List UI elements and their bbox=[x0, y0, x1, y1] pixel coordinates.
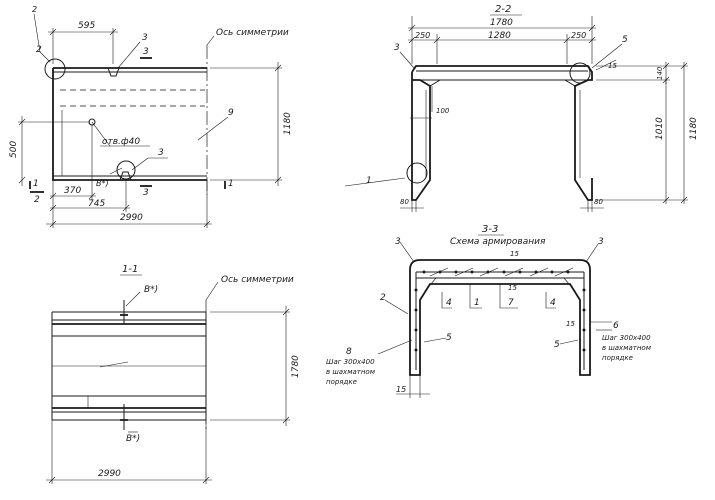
plan-callout-9: 9 bbox=[228, 108, 234, 118]
plan-section-1-right: 1 bbox=[228, 179, 234, 189]
section33-callout-4-right: 4 bbox=[550, 298, 556, 308]
section11-dim-2990: 2990 bbox=[98, 469, 121, 479]
section22-dim-1010: 1010 bbox=[655, 117, 665, 140]
section11-dim-1780: 1780 bbox=[291, 355, 301, 378]
section33-note-left-1: Шаг 300х400 bbox=[326, 358, 375, 366]
plan-dim-2990: 2990 bbox=[120, 213, 143, 223]
section33-callout-7: 7 bbox=[508, 298, 514, 308]
plan-callout-v: В*) bbox=[96, 179, 109, 188]
plan-hole-label: отв.ф40 bbox=[102, 137, 140, 147]
section11-callout-v-bottom: В*) bbox=[126, 434, 140, 444]
section-1-1: 1-1 Ось симметрии В*) В*) bbox=[46, 264, 301, 484]
plan-dim-370: 370 bbox=[64, 186, 81, 196]
section-3-3: 3-3 Схема армирования 3 3 2 4 bbox=[326, 224, 652, 398]
plan-dim-745: 745 bbox=[88, 199, 105, 209]
section22-title: 2-2 bbox=[495, 4, 511, 15]
section33-title: 3-3 bbox=[482, 224, 498, 235]
section33-note-left-2: в шахматном bbox=[326, 368, 376, 376]
section22-dim-100: 100 bbox=[436, 107, 450, 115]
plan-callout-3-top: 3 bbox=[142, 33, 148, 43]
section33-dim-15-right: 15 bbox=[566, 320, 575, 328]
section33-callout-8: 8 bbox=[346, 347, 352, 357]
plan-dim-595: 595 bbox=[78, 21, 95, 31]
section33-callout-3-right: 3 bbox=[598, 237, 604, 247]
section33-dim-15-top: 15 bbox=[510, 250, 519, 258]
section11-title: 1-1 bbox=[122, 264, 138, 275]
section33-callout-5-left: 5 bbox=[446, 333, 452, 343]
section33-note-right-3: порядке bbox=[602, 354, 633, 362]
section33-callout-3-left: 3 bbox=[395, 237, 401, 247]
section33-dim-15-mid: 15 bbox=[508, 284, 517, 292]
section22-callout-5: 5 bbox=[622, 35, 628, 45]
section33-callout-4-left: 4 bbox=[446, 298, 452, 308]
section22-callout-3: 3 bbox=[394, 43, 400, 53]
plan-section-1-left: 1 bbox=[33, 179, 39, 189]
section33-note-right-1: Шаг 300х400 bbox=[602, 334, 651, 342]
section22-dim-250-left: 250 bbox=[415, 31, 430, 40]
plan-section-3-top: 3 bbox=[143, 47, 149, 57]
plan-section-3-bottom: 3 bbox=[143, 188, 149, 198]
section33-callout-5-right: 5 bbox=[554, 340, 560, 350]
plan-axis-label: Ось симметрии bbox=[216, 28, 289, 38]
plan-callout-2-top: 2 bbox=[32, 5, 37, 14]
section22-dim-1280: 1280 bbox=[488, 31, 511, 41]
section22-dim-1180: 1180 bbox=[689, 117, 699, 140]
section33-note-right-2: в шахматном bbox=[602, 344, 652, 352]
plan-view: 595 2 2 3 3 Ось симметрии 9 1180 500 отв… bbox=[9, 5, 293, 228]
plan-callout-3-lower: 3 bbox=[158, 148, 164, 158]
plan-dim-1180: 1180 bbox=[283, 112, 293, 135]
section22-dim-1780: 1780 bbox=[490, 18, 513, 28]
section33-callout-6: 6 bbox=[613, 321, 619, 331]
section22-dim-140: 140 bbox=[656, 66, 664, 80]
section33-dim-15-bottom: 15 bbox=[396, 385, 406, 394]
section22-callout-1: 1 bbox=[366, 176, 372, 186]
section11-callout-v-top: В*) bbox=[144, 285, 158, 295]
plan-dim-500: 500 bbox=[9, 141, 19, 158]
section33-callout-2: 2 bbox=[380, 293, 386, 303]
plan-section-2-bottom: 2 bbox=[34, 195, 40, 205]
section33-subtitle: Схема армирования bbox=[450, 237, 546, 247]
section33-callout-1: 1 bbox=[474, 298, 480, 308]
section22-dim-80-left: 80 bbox=[400, 198, 409, 206]
section22-dim-250-right: 250 bbox=[571, 31, 586, 40]
section33-note-left-3: порядке bbox=[326, 378, 357, 386]
section22-dim-80-right: 80 bbox=[594, 198, 603, 206]
plan-callout-2: 2 bbox=[36, 45, 42, 55]
section-2-2: 2-2 1780 250 1280 250 100 1 bbox=[344, 4, 699, 212]
section11-axis-label: Ось симметрии bbox=[221, 275, 294, 285]
